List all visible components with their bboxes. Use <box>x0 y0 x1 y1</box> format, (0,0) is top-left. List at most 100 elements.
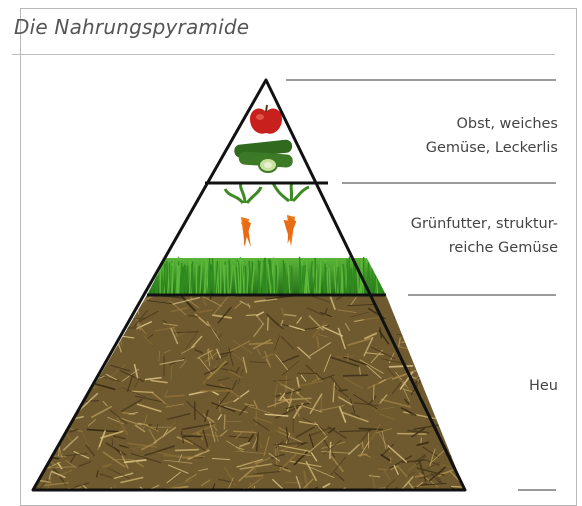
hay-strand <box>456 422 461 433</box>
hay-strand <box>73 331 80 345</box>
hay-strand <box>43 308 54 309</box>
hay-strand <box>430 297 437 300</box>
hay-strand <box>330 442 331 458</box>
hay-strand <box>65 490 72 506</box>
hay-strand <box>444 414 448 430</box>
tier-label-fruit: Obst, weiches Gemüse, Leckerlis <box>426 112 558 160</box>
hay-strand <box>460 388 473 390</box>
hay-strand <box>85 401 98 402</box>
hay-strand <box>420 301 432 314</box>
hay-strand <box>412 333 433 345</box>
hay-strand <box>448 377 467 387</box>
hay-strand <box>450 322 465 337</box>
hay-strand <box>359 428 382 429</box>
hay-strand <box>45 425 46 431</box>
hay-strand <box>418 322 439 331</box>
hay-strand <box>20 454 37 464</box>
hay-strand <box>446 330 455 334</box>
hay-strand <box>398 434 427 435</box>
hay-strand <box>82 317 107 319</box>
hay-strand <box>69 299 85 304</box>
hay-strand <box>418 332 435 349</box>
hay-strand <box>434 391 455 401</box>
hay-strand <box>80 377 87 395</box>
hay-strand <box>445 312 451 320</box>
hay-strand <box>435 364 440 371</box>
hay-strand <box>440 383 458 390</box>
hay-strand <box>431 296 443 300</box>
hay-strand <box>241 491 244 497</box>
hay-strand <box>410 330 412 348</box>
hay-strand <box>25 359 37 360</box>
hay-strand <box>268 318 269 330</box>
grass-blade <box>274 258 275 296</box>
hay-strand <box>47 370 56 379</box>
hay-strand <box>448 388 451 393</box>
hay-strand <box>20 319 47 328</box>
tier-label-line: reiche Gemüse <box>411 236 558 260</box>
hay-strand <box>438 371 460 376</box>
hay-strand <box>439 349 457 365</box>
hay-strand <box>353 492 381 503</box>
hay-strand <box>465 409 474 424</box>
hay-strand <box>433 356 455 360</box>
tier-label-greens: Grünfutter, struktur- reiche Gemüse <box>411 212 558 260</box>
hay-strand <box>436 384 463 385</box>
hay-strand <box>34 344 64 352</box>
tier-label-line: Gemüse, Leckerlis <box>426 136 558 160</box>
hay-strand <box>390 366 413 367</box>
hay-strand <box>246 315 257 316</box>
hay-strand <box>466 429 469 436</box>
hay-strand <box>468 370 489 380</box>
hay-strand <box>50 301 54 307</box>
hay-strand <box>97 296 99 310</box>
hay-strand <box>453 387 454 393</box>
hay-strand <box>450 368 451 386</box>
hay-strand <box>116 321 123 329</box>
hay-strand <box>43 389 46 401</box>
grass-blade <box>224 265 225 296</box>
hay-strand <box>22 336 33 349</box>
hay-strand <box>79 338 81 356</box>
hay-strand <box>378 469 386 470</box>
hay-strand <box>424 492 439 503</box>
hay-strand <box>78 310 88 314</box>
grass-blade <box>316 266 317 296</box>
hay-strand <box>21 415 31 421</box>
hay-strand <box>456 296 467 312</box>
hay-strand <box>286 482 302 483</box>
grass-blade <box>342 267 343 296</box>
hay-strand <box>249 343 272 344</box>
hay-strand <box>224 415 225 429</box>
hay-strand <box>453 448 469 453</box>
hay-strand <box>105 312 107 321</box>
tier-label-line: Obst, weiches <box>426 112 558 136</box>
hay-strand <box>442 369 459 378</box>
hay-strand <box>176 450 199 451</box>
hay-strand <box>465 458 488 462</box>
hay-strand <box>373 385 374 400</box>
hay-strand <box>448 332 462 335</box>
hay-strand <box>32 461 46 468</box>
hay-strand <box>117 318 127 326</box>
hay-strand <box>441 321 463 330</box>
tier-label-line: Heu <box>529 374 558 398</box>
tier-label-hay: Heu <box>529 374 558 398</box>
hay-strand <box>72 312 81 319</box>
hay-strand <box>38 338 52 341</box>
hay-strand <box>43 386 63 392</box>
hay-strand <box>407 327 424 334</box>
grass-blade <box>276 265 277 296</box>
hay-strand <box>434 312 461 314</box>
hay-strand <box>38 381 47 395</box>
hay-strand <box>400 492 425 503</box>
hay-strand <box>71 316 80 318</box>
hay-strand <box>64 373 76 375</box>
hay-strand <box>412 349 420 351</box>
hay-strand <box>57 398 78 405</box>
hay-strand <box>53 295 68 300</box>
hay-strand <box>179 491 192 494</box>
hay-strand <box>432 402 450 411</box>
hay-strand <box>468 299 474 304</box>
hay-strand <box>38 328 41 336</box>
